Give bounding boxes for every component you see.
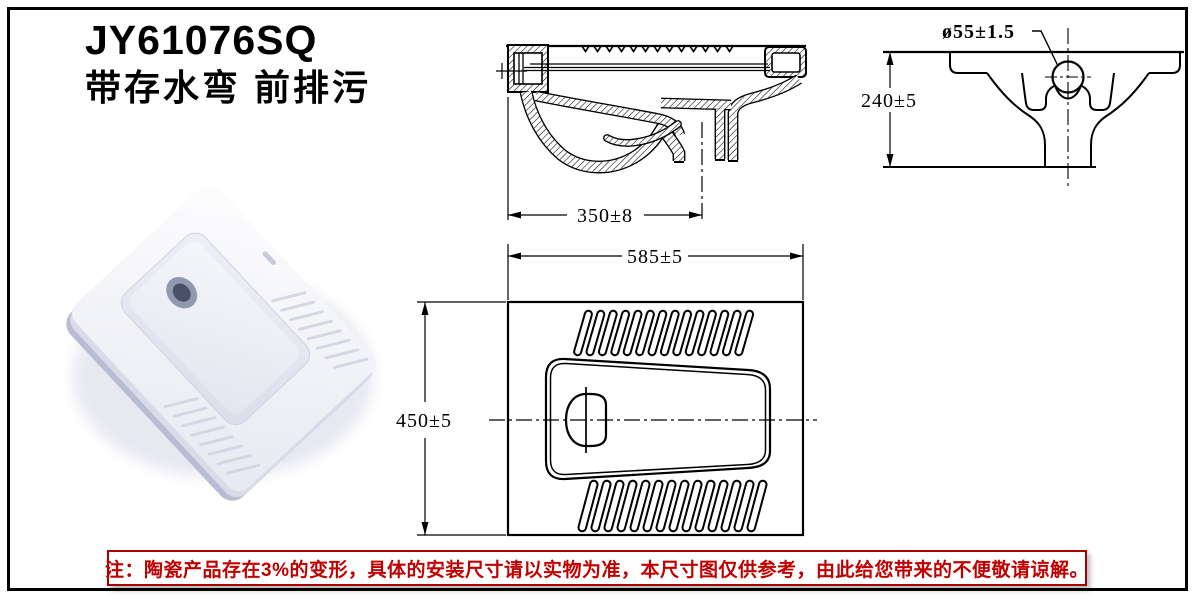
dimension-height: 240±5: [861, 52, 917, 167]
top-plan-drawing: 585±5 450±5: [396, 244, 817, 537]
body-silhouette: [986, 72, 1150, 166]
leader-line: [1032, 30, 1059, 67]
product-model: JY61076SQ: [85, 17, 318, 63]
title-block: JY61076SQ 带存水弯 前排污: [85, 16, 371, 112]
arrowhead: [790, 252, 803, 260]
arrowhead: [508, 252, 521, 260]
dimension-outlet-offset: 350±8: [507, 97, 702, 227]
inlet-center-mark: [496, 63, 527, 79]
arrowhead: [421, 522, 429, 535]
dim-outlet-diameter-label: ø55±1.5: [942, 21, 1015, 43]
inlet-spud-section: [496, 44, 549, 93]
product-subtitle: 带存水弯 前排污: [85, 67, 372, 109]
rim-serration: [581, 45, 734, 53]
rim-shelf-lines: [524, 63, 770, 72]
dim-width-label: 585±5: [627, 246, 683, 268]
anti-slip-grooves-bottom: [577, 479, 768, 533]
arrowhead: [421, 302, 429, 315]
arrowhead: [508, 211, 521, 219]
side-section-drawing: 350±8: [496, 44, 807, 227]
page-border: [7, 7, 1188, 591]
dim-depth-label: 450±5: [396, 410, 452, 432]
anti-slip-grooves-top: [573, 309, 755, 357]
wall-end-edges: [674, 159, 738, 163]
slab-outline: [949, 52, 1181, 74]
bowl-outline-outer: [544, 357, 772, 481]
arrowhead: [689, 211, 702, 219]
disclaimer-text: 注：陶瓷产品存在3%的变形，具体的安装尺寸请以实物为准，本尺寸图仅供参考，由此给…: [105, 559, 1089, 581]
drain-hole-plan: [564, 392, 608, 448]
drain-hole-photo-inner: [172, 283, 191, 302]
dim-height-label: 240±5: [861, 90, 917, 112]
dim-outlet-offset-label: 350±8: [577, 205, 633, 227]
bowl-outline-inner: [549, 362, 767, 476]
anti-slip-grooves-photo: [163, 291, 369, 475]
trap-walls-hatched: [519, 74, 802, 174]
rear-rim-section: [764, 46, 807, 78]
dimension-depth: 450±5: [396, 301, 506, 536]
body-inner-profile: [1021, 72, 1115, 111]
brand-logo: [262, 251, 276, 266]
pan-outline-plan: [506, 300, 805, 537]
arrowhead: [886, 154, 894, 167]
arrowhead: [886, 52, 894, 65]
dimension-width: 585±5: [507, 244, 804, 300]
disclaimer-note: 注：陶瓷产品存在3%的变形，具体的安装尺寸请以实物为准，本尺寸图仅供参考，由此给…: [105, 550, 1089, 586]
product-photo: [66, 184, 376, 501]
front-section-drawing: ø55±1.5 240±5: [861, 21, 1184, 186]
